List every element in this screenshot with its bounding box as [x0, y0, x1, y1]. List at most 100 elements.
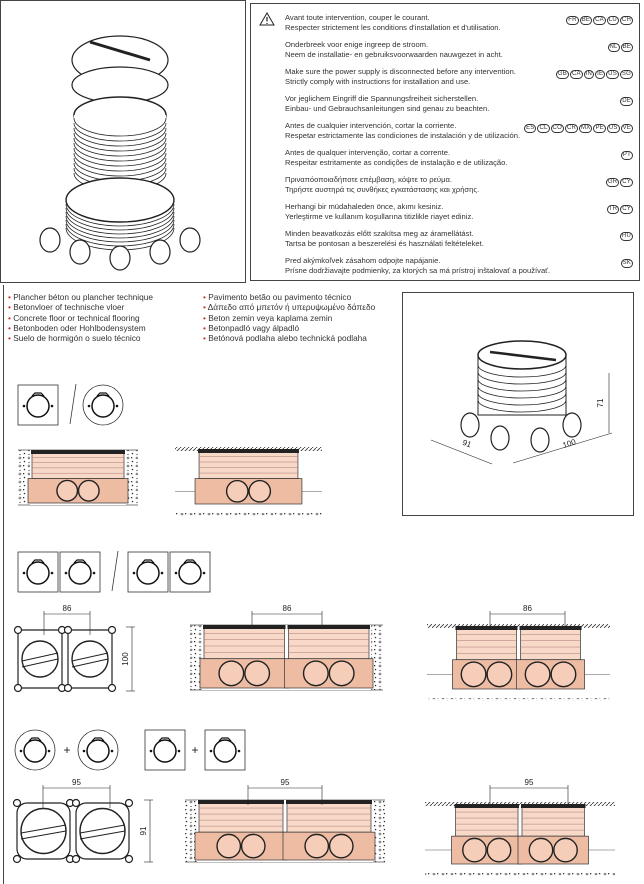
screw [50, 404, 54, 408]
screw [209, 749, 213, 753]
riser-rib [73, 147, 167, 167]
square-plate-icon [127, 551, 169, 593]
socket-ring [178, 561, 202, 585]
base-rib [65, 215, 175, 239]
socket-clip [141, 559, 155, 564]
riser-rib [73, 117, 167, 137]
country-code-badge: MX [579, 124, 593, 133]
conduit-entry [218, 660, 245, 687]
lid-bar [79, 824, 126, 834]
country-code-badge: ES [524, 124, 537, 133]
riser-body [74, 115, 166, 170]
round-plate-icon [82, 384, 124, 426]
socket-ring [23, 739, 47, 763]
country-codes: DE [619, 96, 633, 106]
socket-clip [73, 559, 87, 564]
concrete-floor-section [190, 624, 383, 691]
socket-clip [158, 737, 172, 742]
country-code-badge: VE [620, 124, 633, 133]
socket-clip [31, 392, 45, 397]
dimension-line [489, 611, 566, 628]
conduit-entry [216, 833, 242, 859]
screw [177, 749, 181, 753]
rib [477, 378, 567, 392]
box-riser [520, 627, 581, 661]
safety-warnings-panel: Avant toute intervention, couper le cour… [250, 3, 640, 281]
country-codes: PT [620, 150, 633, 160]
conduit-entry [109, 245, 131, 271]
fixing-lug [107, 683, 117, 693]
screw [50, 571, 54, 575]
box-riser [198, 450, 299, 479]
country-code-badge: TR [606, 205, 620, 214]
country-code-badge: CY [620, 178, 633, 187]
screw [47, 749, 51, 753]
fixing-lug [71, 798, 81, 808]
floor-type-item: Betonvloer of technische vloer [8, 302, 153, 312]
conduit-entry [69, 239, 91, 265]
conduit-entry [149, 239, 171, 265]
warning-item: Pred akýmkoľvek zásahom odpojte napájani… [285, 256, 633, 276]
socket-ring [26, 394, 50, 418]
dimension-label: 100 [561, 437, 577, 450]
floor-type-item: Betonboden oder Hohlbodensystem [8, 323, 153, 333]
conduit-entry [225, 479, 249, 503]
country-code-badge: CY [620, 205, 633, 214]
technical-floor-section [175, 447, 322, 516]
screw [22, 571, 26, 575]
fixing-lug [13, 683, 23, 693]
dimension-line [489, 785, 569, 808]
lid-bar [20, 830, 67, 840]
rib [477, 399, 567, 413]
warning-item: Make sure the power supply is disconnect… [285, 67, 633, 87]
floor-box-isometric [430, 340, 613, 465]
floor-type-item: Plancher béton ou plancher technique [8, 292, 153, 302]
square-plate-icon [169, 551, 211, 593]
country-codes: HU [619, 231, 633, 241]
fixing-lug [13, 625, 23, 635]
warning-line: Tartsa be pontosan a beszerelési és hasz… [285, 239, 484, 248]
screw [110, 749, 114, 753]
conduit-entry [328, 660, 355, 687]
warning-line: Avant toute intervention, couper le cour… [285, 13, 430, 22]
lid-bar [489, 350, 557, 362]
warning-item: Onderbreek voor enige ingreep de stroom.… [285, 40, 633, 60]
country-code-badge: HU [619, 232, 633, 241]
socket-clip [91, 737, 105, 742]
warning-item: Antes de qualquer intervenção, cortar a … [285, 148, 633, 168]
square-plate-icon [17, 384, 59, 426]
slab [427, 698, 610, 701]
separator-slash [111, 550, 119, 592]
screw [115, 404, 119, 408]
box-riser [31, 451, 125, 479]
plus-sign: + [63, 743, 70, 757]
top-view [12, 798, 134, 864]
country-code-badge: SK [620, 259, 633, 268]
rib [477, 385, 567, 399]
socket-ring [213, 739, 237, 763]
box-riser [521, 805, 585, 837]
conduit-entry [56, 479, 79, 502]
dimension-line [43, 611, 91, 635]
dimension-label: 91 [461, 438, 473, 450]
box-lid [521, 804, 586, 808]
product-illustration-panel [0, 0, 246, 283]
warning-item: Vor jeglichem Eingriff die Spannungsfrei… [285, 94, 633, 114]
box-riser [456, 627, 517, 661]
box-lid [455, 626, 518, 630]
lid-bar [21, 652, 59, 662]
conduit-entry [524, 661, 551, 688]
warning-line: Onderbreek voor enige ingreep de stroom. [285, 40, 429, 49]
dimension-line [42, 785, 111, 808]
screw [132, 571, 136, 575]
floor-types-list-left: Plancher béton ou plancher techniqueBeto… [8, 292, 153, 343]
conduit-entry [550, 661, 577, 688]
country-code-badge: NL [607, 43, 620, 52]
square-plate-icon [204, 729, 246, 771]
conduit-entry [562, 412, 582, 438]
